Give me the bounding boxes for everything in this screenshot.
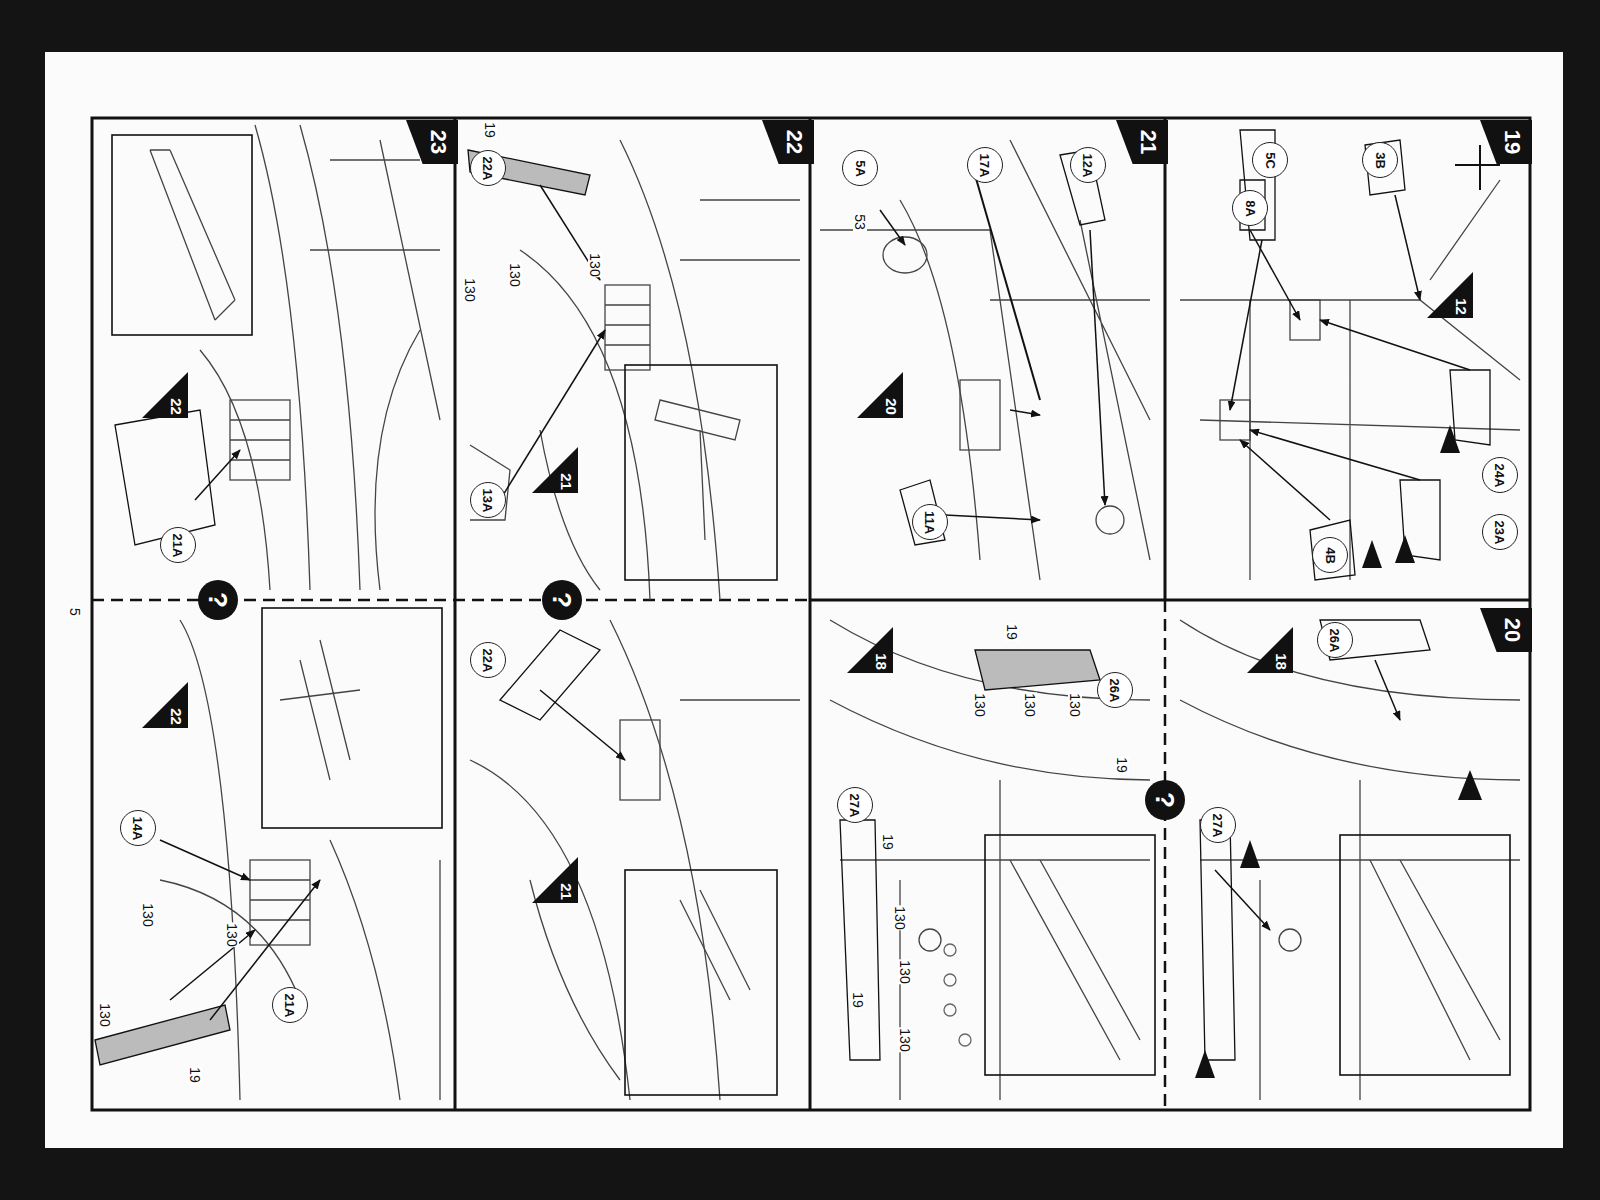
part-callout: 27A: [1200, 807, 1236, 843]
node-text: 3B: [1374, 152, 1387, 169]
node-text: 5A: [854, 160, 867, 177]
part-callout: 23A: [1482, 514, 1518, 550]
part-callout: 17A: [967, 147, 1003, 183]
page-number: 5: [68, 607, 82, 617]
node-text: 20: [1501, 618, 1523, 642]
node-text: 17A: [978, 153, 991, 177]
node-text: 5C: [1264, 152, 1277, 169]
part-callout: 3B: [1362, 142, 1398, 178]
part-callout: 22A: [470, 642, 506, 678]
node-text: 27A: [848, 793, 861, 817]
node-text: 21: [1137, 130, 1159, 154]
part-callout: 13A: [470, 482, 506, 518]
step-reference: 18: [1247, 627, 1293, 673]
node-text: 18: [1274, 653, 1289, 670]
node-text: 26A: [1108, 678, 1121, 702]
node-text: 12: [1454, 298, 1469, 315]
node-text: ?: [549, 592, 575, 608]
part-callout: 27A: [837, 787, 873, 823]
step-number: 22: [762, 120, 814, 164]
step-reference: 22: [142, 682, 188, 728]
node-text: 21: [559, 883, 574, 900]
node-text: 13A: [481, 488, 494, 512]
node-text: 22: [783, 130, 805, 154]
part-number: 130: [225, 922, 239, 947]
part-number: 19: [483, 121, 497, 139]
part-number: 19: [1005, 623, 1019, 641]
part-callout: 21A: [160, 527, 196, 563]
part-callout: 8A: [1232, 190, 1268, 226]
node-text: 19: [1501, 130, 1523, 154]
part-callout: 11A: [912, 504, 948, 540]
part-number: 19: [1115, 756, 1129, 774]
step-reference: 12: [1427, 272, 1473, 318]
part-number: 130: [973, 692, 987, 717]
option-marker: ?: [1145, 780, 1185, 820]
node-text: 22A: [481, 648, 494, 672]
step-number: 20: [1480, 608, 1532, 652]
part-number: 53: [853, 213, 867, 231]
step-reference: 20: [857, 372, 903, 418]
node-text: ?: [205, 592, 231, 608]
part-number: 19: [188, 1066, 202, 1084]
part-number: 19: [881, 833, 895, 851]
node-text: 14A: [131, 816, 144, 840]
node-text: 21A: [171, 533, 184, 557]
node-text: 24A: [1493, 463, 1506, 487]
part-callout: 12A: [1070, 147, 1106, 183]
part-callout: 4B: [1312, 537, 1348, 573]
part-number: 130: [893, 905, 907, 930]
part-number: 19: [851, 991, 865, 1009]
part-number: 130: [1068, 692, 1082, 717]
step-number: 23: [406, 120, 458, 164]
part-callout: 14A: [120, 810, 156, 846]
node-text: 23: [427, 130, 449, 154]
part-number: 130: [898, 1027, 912, 1052]
node-text: 23A: [1493, 520, 1506, 544]
part-callout: 22A: [470, 150, 506, 186]
node-text: 12A: [1081, 153, 1094, 177]
part-number: 130: [508, 262, 522, 287]
node-text: 11A: [923, 510, 936, 533]
node-text: 22: [169, 708, 184, 725]
node-text: 18: [874, 653, 889, 670]
part-callout: 26A: [1097, 672, 1133, 708]
part-number: 130: [898, 959, 912, 984]
step-reference: 22: [142, 372, 188, 418]
part-number: 130: [98, 1002, 112, 1027]
part-callout: 21A: [272, 987, 308, 1023]
option-marker: ?: [198, 580, 238, 620]
step-number: 19: [1480, 120, 1532, 164]
part-callout: 26A: [1317, 622, 1353, 658]
step-reference: 21: [532, 447, 578, 493]
node-text: 21: [559, 473, 574, 490]
node-text: 20: [884, 398, 899, 415]
part-callout: 24A: [1482, 457, 1518, 493]
node-text: 4B: [1324, 547, 1337, 564]
node-text: 27A: [1211, 813, 1224, 837]
node-text: ?: [1152, 792, 1178, 808]
node-text: 22A: [481, 156, 494, 180]
part-callout: 5C: [1252, 142, 1288, 178]
node-text: 22: [169, 398, 184, 415]
step-reference: 21: [532, 857, 578, 903]
step-reference: 18: [847, 627, 893, 673]
node-text: 8A: [1244, 200, 1257, 217]
part-number: 130: [1023, 692, 1037, 717]
option-marker: ?: [542, 580, 582, 620]
part-number: 130: [141, 902, 155, 927]
part-number: 130: [588, 252, 602, 277]
step-number: 21: [1116, 120, 1168, 164]
node-text: 26A: [1328, 628, 1341, 652]
part-callout: 5A: [842, 150, 878, 186]
node-text: 21A: [283, 993, 296, 1017]
part-number: 130: [463, 277, 477, 302]
